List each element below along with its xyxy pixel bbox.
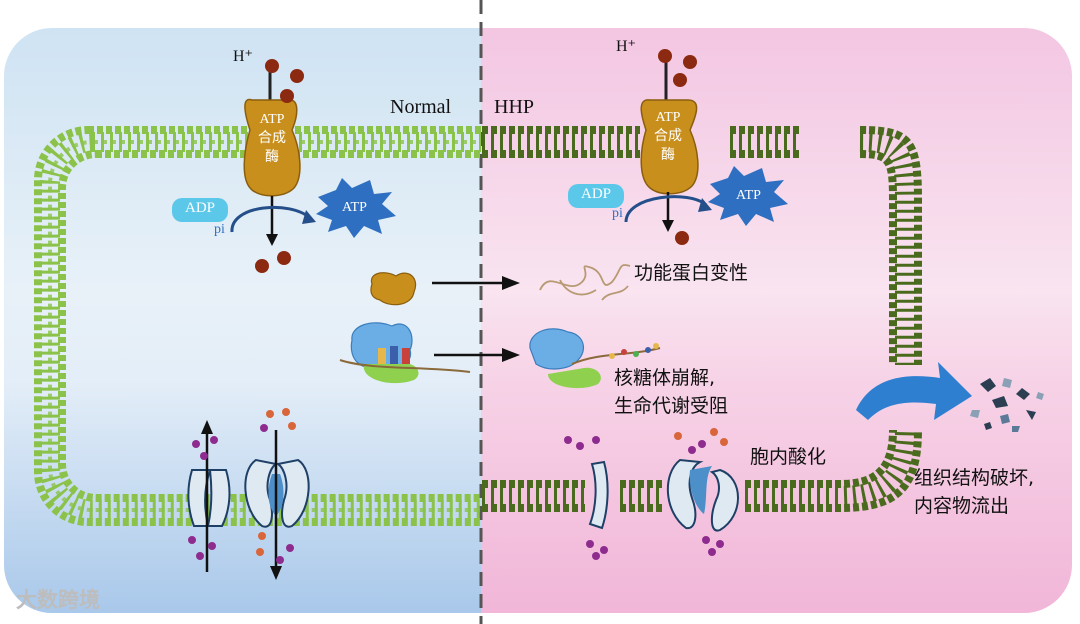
- enzyme-label-right-2: 合成: [654, 128, 682, 144]
- normal-label: Normal: [390, 96, 452, 118]
- rupture-line1: 组织结构破坏,: [914, 467, 1035, 489]
- adp-pill-right: [568, 184, 624, 208]
- hhp-label: HHP: [494, 96, 535, 118]
- ion-channel-left-1: [187, 420, 231, 572]
- enzyme-label-right-1: ATP: [655, 110, 681, 125]
- enzyme-label-left: ATP 合成 酶: [252, 110, 292, 167]
- protons-bottom-right: [675, 231, 689, 245]
- proton-label-left: H⁺: [233, 48, 253, 65]
- mixed-ions-right-2: [674, 428, 728, 556]
- ribosome-arrow: [434, 348, 520, 362]
- atp-label-left: ATP: [342, 200, 367, 215]
- ribosome-disintegrated: [529, 328, 661, 389]
- ion-channel-right-2: [667, 458, 739, 532]
- ribosome-effect-line1: 核糖体崩解,: [614, 367, 716, 389]
- denatured-protein: [539, 264, 631, 301]
- ribosome-normal: [339, 322, 471, 384]
- atp-star-left: [316, 178, 396, 238]
- purple-ions-left-1: [188, 436, 218, 560]
- enzyme-label-left-1: ATP: [259, 112, 285, 127]
- rupture-arrow: [856, 362, 972, 420]
- ion-channel-left-2: [244, 430, 310, 580]
- hhp-panel: [481, 28, 1072, 613]
- ribosome-effect-line2: 生命代谢受阻: [614, 395, 729, 417]
- protons-bottom-left: [255, 251, 291, 273]
- atp-label-right: ATP: [736, 188, 761, 203]
- ribosome-effect-label: 核糖体崩解, 生命代谢受阻: [614, 364, 728, 420]
- adp-pill-left: [172, 198, 228, 222]
- proton-label-right: H⁺: [616, 38, 636, 55]
- rupture-label: 组织结构破坏, 内容物流出: [914, 464, 1034, 520]
- rupture-line2: 内容物流出: [914, 495, 1010, 517]
- adp-label-right: ADP: [580, 186, 611, 202]
- atp-production-arrow-right: [624, 195, 712, 223]
- purple-ions-right-top: [564, 436, 608, 560]
- membrane-hhp: [482, 126, 922, 512]
- pi-label-right: pi: [612, 206, 623, 221]
- atp-production-arrow-left: [230, 205, 316, 233]
- protein-arrow: [432, 276, 520, 290]
- functional-protein: [370, 272, 417, 306]
- ion-channel-right-1: [588, 460, 609, 530]
- enzyme-label-right-3: 酶: [661, 147, 675, 163]
- protons-top-right: [658, 49, 697, 87]
- cell-debris: [970, 378, 1044, 432]
- atp-synthase-right: [640, 60, 699, 195]
- enzyme-label-left-2: 合成: [258, 130, 286, 146]
- membrane-normal: [34, 126, 481, 526]
- proton-flow-arrow-left: [266, 196, 278, 246]
- adp-label-left: ADP: [184, 200, 215, 216]
- pi-label-left: pi: [214, 222, 225, 237]
- enzyme-label-left-3: 酶: [265, 149, 279, 165]
- protons-top-left: [265, 59, 304, 103]
- enzyme-label-right: ATP 合成 酶: [648, 108, 688, 165]
- atp-star-right: [708, 166, 788, 226]
- watermark: 大数跨境: [16, 588, 100, 612]
- atp-synthase-left: [243, 60, 301, 197]
- protein-effect-label: 功能蛋白变性: [634, 262, 749, 284]
- normal-panel: [4, 28, 481, 613]
- acidification-label: 胞内酸化: [750, 446, 827, 468]
- mixed-ions-left-2: [256, 408, 296, 564]
